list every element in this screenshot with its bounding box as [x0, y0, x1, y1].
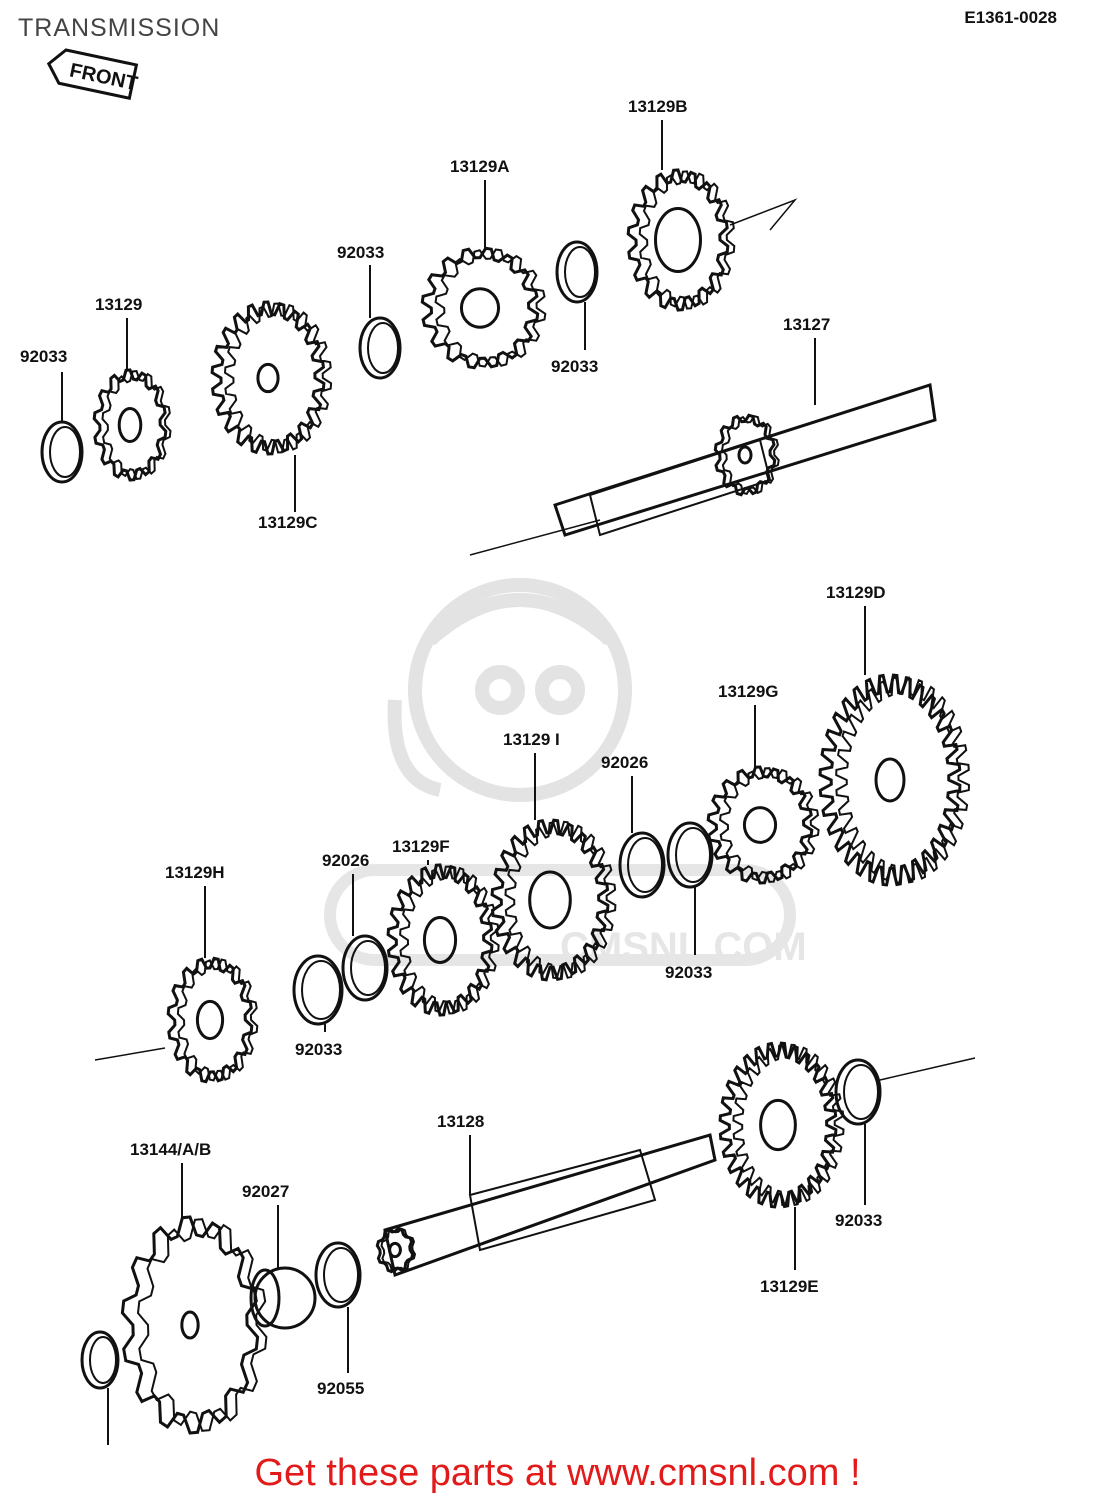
part-label: 92033: [20, 347, 67, 366]
mainshaft-13127: [469, 198, 937, 556]
part-label: 92055: [317, 1379, 364, 1398]
gear-13129g: [706, 765, 820, 885]
exploded-diagram: .wm{fill:none;stroke:#e3e3e3;stroke-widt…: [20, 48, 976, 1445]
sprocket-13144: [120, 1215, 268, 1435]
part-label: 13129D: [826, 583, 886, 602]
circlip-92033: [358, 316, 402, 380]
washer-92026: [618, 831, 666, 899]
part-label: 92033: [337, 243, 384, 262]
footer-link-text[interactable]: Get these parts at www.cmsnl.com !: [254, 1452, 861, 1494]
part-label: 92026: [601, 753, 648, 772]
part-label: 13129 I: [503, 730, 560, 749]
part-label: 13128: [437, 1112, 484, 1131]
gear-13129c: [210, 300, 333, 456]
circlip-92033: [292, 954, 344, 1026]
part-label: 13129H: [165, 863, 225, 882]
part-label: 13129E: [760, 1277, 819, 1296]
diagram-code: E1361-0028: [964, 8, 1057, 27]
part-label: 92033: [835, 1211, 882, 1230]
part-label: 92033: [665, 963, 712, 982]
part-label: 13129G: [718, 682, 779, 701]
part-label: 13129B: [628, 97, 688, 116]
part-label: 92027: [242, 1182, 289, 1201]
part-label: 13129C: [258, 513, 318, 532]
part-label: 92033: [295, 1040, 342, 1059]
part-label: 13129: [95, 295, 142, 314]
circlip-92033: [666, 821, 714, 889]
gear-13129: [92, 368, 172, 482]
circlip-92033: [40, 420, 84, 484]
oring-92055: [314, 1241, 362, 1309]
part-label: 92026: [322, 851, 369, 870]
gear-13129i: [490, 818, 617, 982]
page-title: TRANSMISSION: [18, 14, 221, 42]
gear-13129a: [420, 246, 547, 370]
shaft-gear-13127: [713, 413, 780, 497]
gear-13129h: [166, 956, 259, 1084]
part-label: 92033: [551, 357, 598, 376]
outputshaft-13128: [94, 1047, 976, 1277]
circlip-480: [80, 1330, 120, 1390]
part-label: 13127: [783, 315, 830, 334]
front-arrow-icon: FRONT: [46, 48, 140, 101]
collar-92027: [249, 1266, 317, 1330]
footer-link[interactable]: Get these parts at www.cmsnl.com !: [0, 1452, 1115, 1495]
part-label: 13129F: [392, 837, 450, 856]
shaft-spline-13128: [375, 1226, 417, 1274]
gear-13129b: [626, 168, 736, 312]
gear-13129d: [818, 673, 971, 887]
circlip-92033: [834, 1058, 882, 1126]
circlip-92033: [555, 240, 599, 304]
part-label: 13144/A/B: [130, 1140, 211, 1159]
gear-13129e: [718, 1041, 845, 1209]
washer-92026: [341, 934, 389, 1002]
gear-13129f: [386, 863, 500, 1017]
part-label: 13129A: [450, 157, 510, 176]
